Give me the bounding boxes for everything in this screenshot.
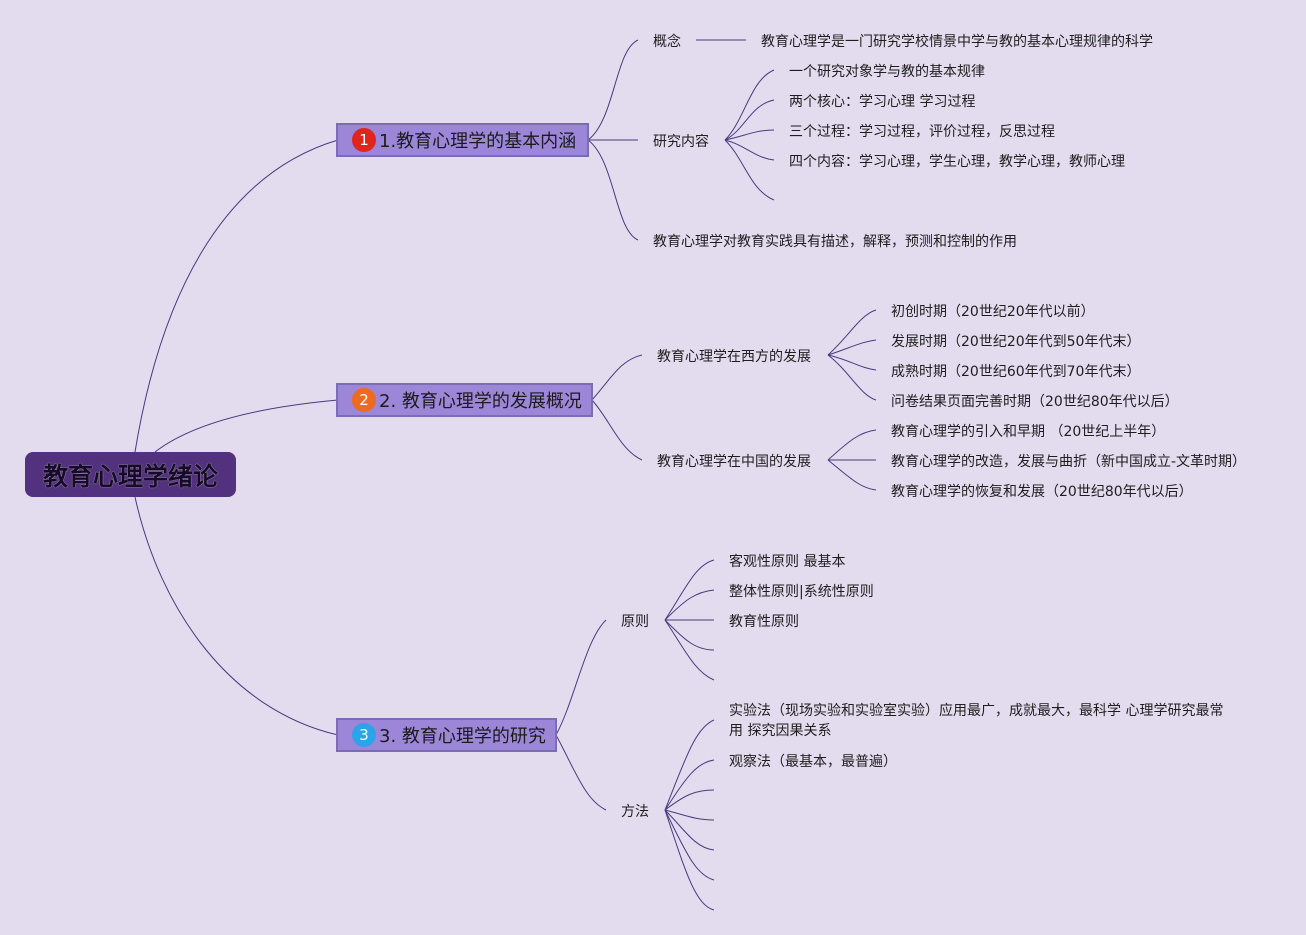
topic-methods[interactable]: 方法: [621, 804, 649, 820]
principle-item[interactable]: 整体性原则|系统性原则: [729, 584, 874, 600]
root-topic-label: 教育心理学绪论: [42, 461, 218, 491]
topic-practical-role[interactable]: 教育心理学对教育实践具有描述，解释，预测和控制的作用: [653, 234, 1017, 250]
topic-concept-definition[interactable]: 教育心理学是一门研究学校情景中学与教的基本心理规律的科学: [761, 34, 1153, 50]
topic-west-development[interactable]: 教育心理学在西方的发展: [657, 349, 811, 365]
topic-research-content[interactable]: 研究内容: [653, 134, 709, 150]
number-badge-icon: 2: [352, 388, 376, 412]
research-item[interactable]: 一个研究对象学与教的基本规律: [789, 64, 985, 80]
west-period-item[interactable]: 成熟时期（20世纪60年代到70年代末）: [891, 364, 1141, 380]
principle-item[interactable]: 教育性原则: [729, 614, 799, 630]
branch-research[interactable]: 3 3. 教育心理学的研究: [336, 718, 557, 752]
branch-label: 2. 教育心理学的发展概况: [379, 391, 582, 412]
number-badge-icon: 3: [352, 723, 376, 747]
method-item[interactable]: 实验法（现场实验和实验室实验）应用最广，成就最大，最科学 心理学研究最常用 探究…: [729, 703, 1224, 739]
number-badge-icon: 1: [352, 128, 376, 152]
research-item[interactable]: 三个过程：学习过程，评价过程，反思过程: [789, 124, 1055, 140]
west-period-item[interactable]: 问卷结果页面完善时期（20世纪80年代以后）: [891, 394, 1179, 410]
root-topic[interactable]: 教育心理学绪论: [25, 452, 236, 497]
topic-concept[interactable]: 概念: [653, 34, 681, 50]
branch-label: 3. 教育心理学的研究: [379, 726, 546, 747]
branch-basic-connotation[interactable]: 1 1.教育心理学的基本内涵: [336, 123, 589, 157]
west-period-item[interactable]: 初创时期（20世纪20年代以前）: [891, 304, 1095, 320]
research-item[interactable]: 两个核心：学习心理 学习过程: [789, 94, 976, 110]
principle-item[interactable]: 客观性原则 最基本: [729, 554, 846, 570]
topic-china-development[interactable]: 教育心理学在中国的发展: [657, 454, 811, 470]
china-period-item[interactable]: 教育心理学的引入和早期 （20世纪上半年）: [891, 424, 1166, 440]
research-item[interactable]: 四个内容：学习心理，学生心理，教学心理，教师心理: [789, 154, 1125, 170]
west-period-item[interactable]: 发展时期（20世纪20年代到50年代末）: [891, 334, 1141, 350]
method-item[interactable]: 观察法（最基本，最普遍）: [729, 754, 897, 770]
china-period-item[interactable]: 教育心理学的改造，发展与曲折（新中国成立-文革时期）: [891, 454, 1247, 470]
branch-development-overview[interactable]: 2 2. 教育心理学的发展概况: [336, 383, 593, 417]
branch-label: 1.教育心理学的基本内涵: [379, 131, 577, 152]
china-period-item[interactable]: 教育心理学的恢复和发展（20世纪80年代以后）: [891, 484, 1193, 500]
topic-principles[interactable]: 原则: [621, 614, 649, 630]
